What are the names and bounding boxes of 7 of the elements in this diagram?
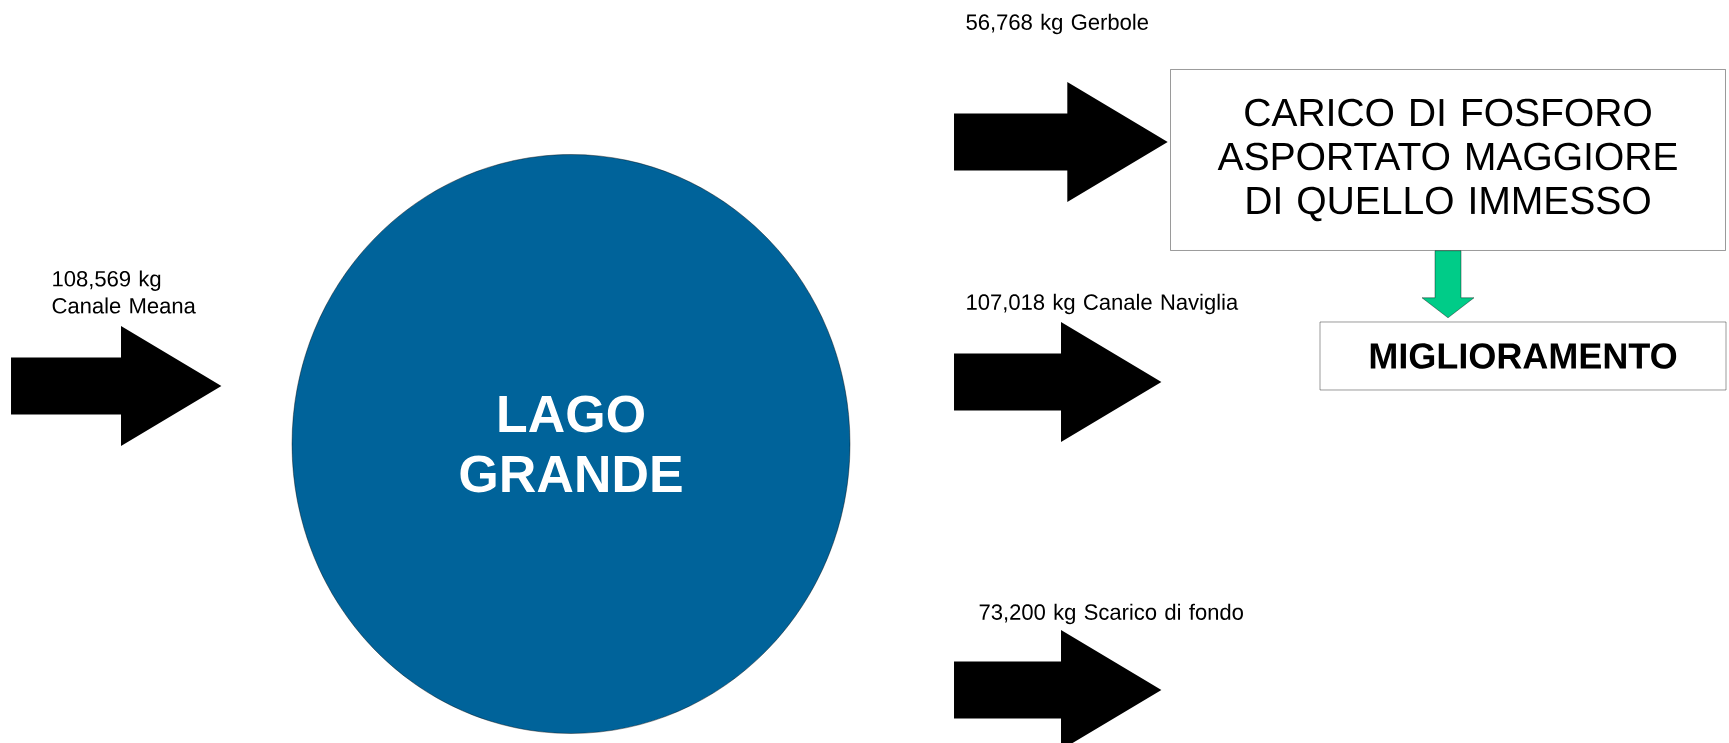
flow-label: 107,018 kg Canale Naviglia bbox=[967, 293, 1239, 315]
edge-label: 56,768 kg Gerbole bbox=[966, 13, 1148, 35]
flow-label: 108,569 kg Canale Meana bbox=[52, 270, 196, 314]
text-box: CARICO DI FOSFORO ASPORTATO MAGGIORE DI QUELLO IMMESSO bbox=[1170, 69, 1726, 251]
flow-label: 73,200 kg Scarico di fondo bbox=[979, 603, 1243, 625]
result-box: MIGLIORAMENTO bbox=[1319, 321, 1727, 391]
block-arrow bbox=[1421, 250, 1475, 318]
